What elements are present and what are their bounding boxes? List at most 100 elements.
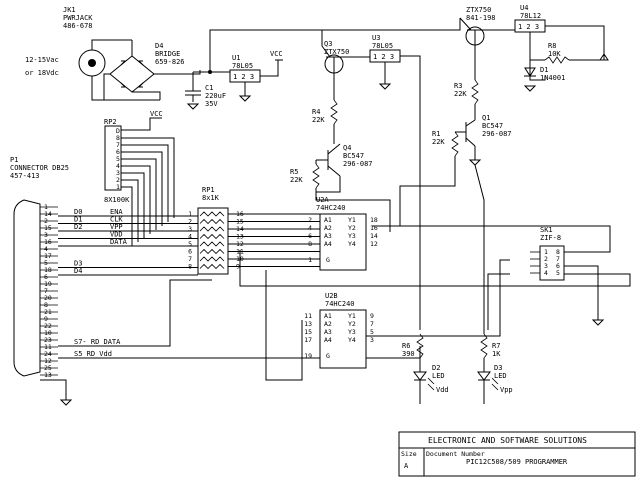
u2b-enable-label: G <box>326 352 330 360</box>
p1-pin-list: 1142153164175186197208219221023112412251… <box>40 203 58 379</box>
q3-part: ZTX750 <box>324 48 349 56</box>
p1-signal-label: D2 <box>74 223 82 231</box>
u2b-pin-out: 3 <box>370 336 374 344</box>
resistor-r6: R6 390 <box>402 333 424 359</box>
sk1-pin-left: 3 <box>544 262 548 270</box>
u2b-pin-in: 17 <box>304 336 312 344</box>
led-d2: D2 LED Vdd <box>413 358 449 396</box>
u2b-pin-in: 13 <box>304 320 312 328</box>
regulator-u3: U3 78L05 1 2 3 <box>369 34 401 63</box>
rp2-ref: RP2 <box>104 118 117 126</box>
supply-line1: 12-15Vac <box>25 56 59 64</box>
rp1-pin-left: 7 <box>188 255 192 263</box>
p1-part: 457-413 <box>10 172 40 180</box>
u4-ref: U4 <box>520 4 528 12</box>
sk1-pin-right: 7 <box>556 255 560 263</box>
r1-value: 22K <box>432 138 445 146</box>
q1-order: 296-087 <box>482 130 512 138</box>
resistor-r5: R5 22K <box>290 163 320 189</box>
rp1-pin-left: 6 <box>188 248 192 256</box>
u2b-label-a: A1 <box>324 312 332 320</box>
u2b-pin-out: 7 <box>370 320 374 328</box>
title-size-label: Size <box>401 450 417 458</box>
u2a-part: 74HC240 <box>316 204 346 212</box>
u3-ref: U3 <box>372 34 380 42</box>
bridge-name: BRIDGE <box>155 50 180 58</box>
vcc-power-symbol: VCC <box>270 50 283 61</box>
rp2-pin-label: 2 <box>116 176 120 184</box>
rp2-pin-label: 8 <box>116 134 120 142</box>
sk1-pin-right: 5 <box>556 269 560 277</box>
title-block: ELECTRONIC AND SOFTWARE SOLUTIONS Size A… <box>398 431 636 477</box>
u2a-pin-out: 12 <box>370 240 378 248</box>
q4-ref: Q4 <box>343 144 351 152</box>
p1-signal-label: D4 <box>74 267 82 275</box>
p1-signal-net: VDD <box>110 231 123 239</box>
bridge-part: 659-826 <box>155 58 185 66</box>
r1-ref: R1 <box>432 130 440 138</box>
u2a-label-y: Y4 <box>348 240 356 248</box>
rp1-pin-left: 2 <box>188 218 192 226</box>
title-company: ELECTRONIC AND SOFTWARE SOLUTIONS <box>428 436 587 445</box>
u2b-pin-in: 15 <box>304 328 312 336</box>
p1-signal-net: VPP <box>110 223 123 231</box>
d3-net: Vpp <box>500 386 513 394</box>
r7-ref: R7 <box>492 342 500 350</box>
u3-part: 78L05 <box>372 42 393 50</box>
p1-ref: P1 <box>10 156 18 164</box>
transistor-q3: Q3 ZTX750 <box>321 40 354 96</box>
ground-c1 <box>186 103 200 110</box>
u2b-label-a: A2 <box>324 320 332 328</box>
u2a-pin-in: 6 <box>308 232 312 240</box>
u2b-label-y: Y1 <box>348 312 356 320</box>
r4-value: 22K <box>312 116 325 124</box>
u2b-label-a: A3 <box>324 328 332 336</box>
vcc-label: VCC <box>270 50 283 58</box>
d3-ref: D3 <box>494 364 502 372</box>
p1-signal-label: D1 <box>74 216 82 224</box>
u2b-enable-pin: 19 <box>304 352 312 360</box>
resistor-r7: R7 1K <box>480 333 501 359</box>
r6-ref: R6 <box>402 342 410 350</box>
u2a-ref: U2A <box>316 196 329 204</box>
d2-part: LED <box>432 372 445 380</box>
u2a-pin-in: 8 <box>308 240 312 248</box>
bridge-ref: D4 <box>155 42 163 50</box>
rp2-pin-label: 4 <box>116 162 120 170</box>
r5-value: 22K <box>290 176 303 184</box>
d2-net: Vdd <box>436 386 449 394</box>
u2a-pin-in: 2 <box>308 216 312 224</box>
rp1-pin-left: 5 <box>188 240 192 248</box>
sk1-part: ZIF-8 <box>540 234 561 242</box>
u2a-enable-label: G <box>326 256 330 264</box>
resistor-r4: R4 22K <box>312 99 338 125</box>
q2-part: ZTX750 <box>466 6 491 14</box>
u4-part: 78L12 <box>520 12 541 20</box>
title-size-value: A <box>404 462 409 470</box>
sk1-pin-left: 1 <box>544 248 548 256</box>
d1-part: 1N4001 <box>540 74 565 82</box>
u2b-ref: U2B <box>325 292 338 300</box>
led-d3: D3 LED Vpp <box>477 358 513 396</box>
jack-ref: JK1 <box>63 6 76 14</box>
rp1-value: 8x1K <box>202 194 220 202</box>
u2b-pin-out: 5 <box>370 328 374 336</box>
u2a-label-y: Y1 <box>348 216 356 224</box>
r7-value: 1K <box>492 350 501 358</box>
r4-ref: R4 <box>312 108 320 116</box>
u2a-label-y: Y3 <box>348 232 356 240</box>
u4-pins: 1 2 3 <box>518 23 539 31</box>
u1-pins: 1 2 3 <box>233 73 254 81</box>
p1-name: CONNECTOR DB25 <box>10 164 69 172</box>
u2a-label-a: A3 <box>324 232 332 240</box>
r8-ref: R8 <box>548 42 556 50</box>
u2b-label-y: Y4 <box>348 336 356 344</box>
